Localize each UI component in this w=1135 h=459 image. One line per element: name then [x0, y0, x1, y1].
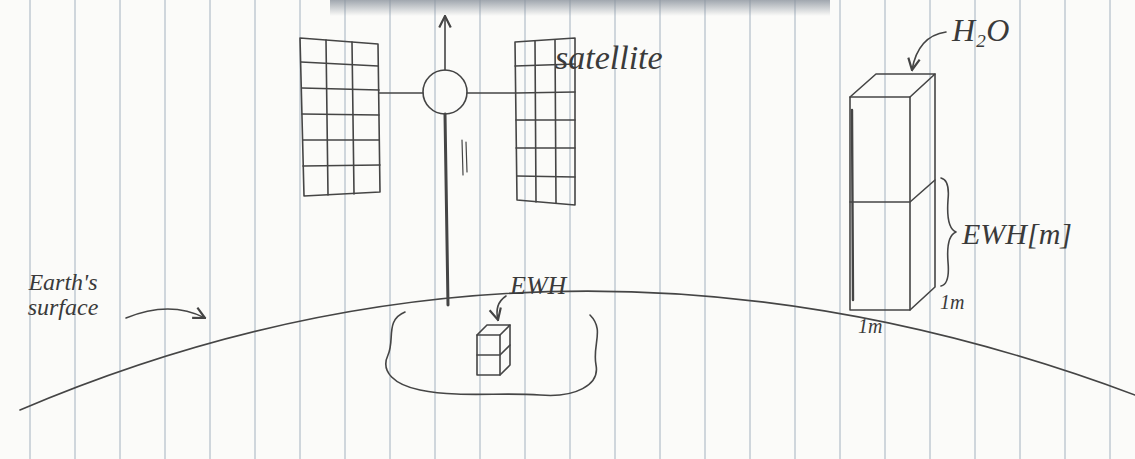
h2o-arrow — [912, 32, 946, 70]
paper-smudge — [330, 0, 830, 16]
small-water-cube — [477, 325, 510, 375]
satellite-label: satellite — [555, 40, 663, 76]
ewh-label: EWH — [510, 272, 566, 299]
water-label: H₂O — [952, 14, 1009, 48]
ground-region — [386, 312, 598, 395]
ewh-height-label: EWH[m] — [962, 218, 1072, 250]
surface-label: Earth's surface — [4, 270, 122, 320]
ewh-brace — [941, 178, 956, 286]
paper-lines — [30, 0, 1110, 459]
dimension-label: 1m — [858, 316, 882, 337]
dimension-label: 1m — [940, 292, 964, 313]
water-column — [850, 74, 935, 310]
ewh-arrow — [497, 296, 506, 320]
satellite-drawing — [300, 16, 575, 305]
surface-arrow — [126, 309, 205, 318]
earth-surface — [20, 291, 1135, 410]
